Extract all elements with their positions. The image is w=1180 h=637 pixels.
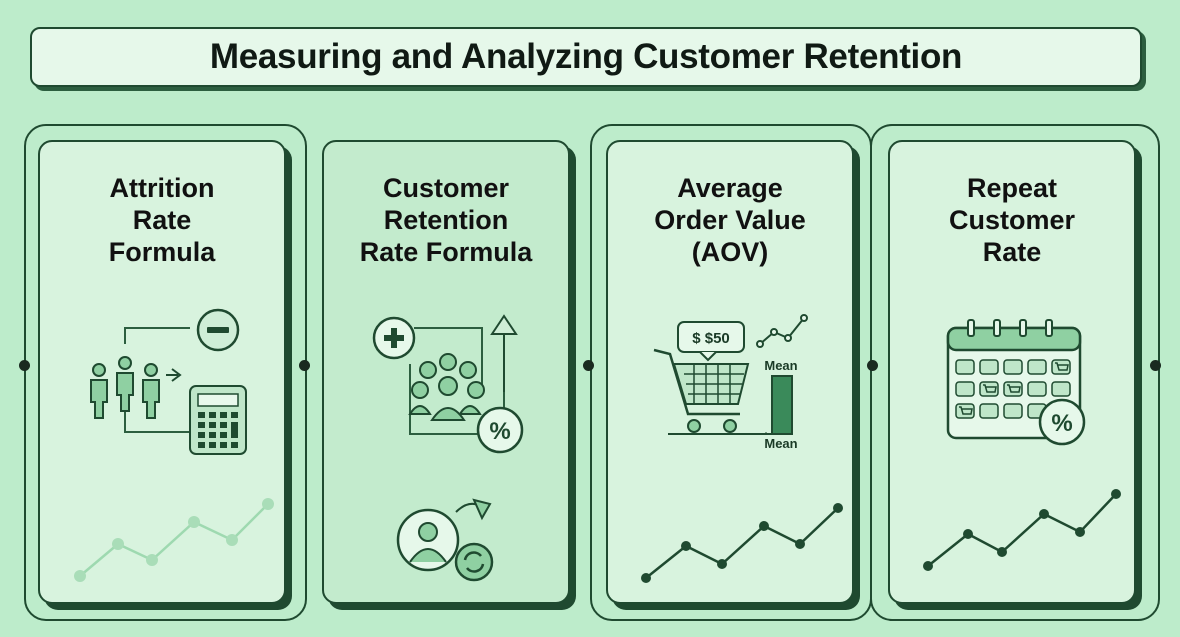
outline-frame-3: [870, 124, 1160, 621]
shopping-cart-icon: [653, 348, 784, 435]
card-repeat-customer-rate: Repeat Customer Rate %: [888, 140, 1136, 604]
people-icon: [90, 356, 160, 419]
attrition-illustration: [74, 308, 274, 582]
card-customer-retention-rate: Customer Retention Rate Formula %: [322, 140, 570, 604]
price-label: $ $50: [692, 330, 730, 347]
card-title: Repeat Customer Rate: [948, 173, 1076, 267]
card-average-order-value: Average Order Value (AOV) $ $50 M: [606, 140, 854, 604]
mean-label-top: Mean: [764, 358, 797, 373]
connector-dot: [867, 360, 878, 371]
calendar-icon: %: [946, 319, 1086, 446]
outline-frame-1: [24, 124, 307, 621]
card-title: Average Order Value (AOV): [654, 173, 806, 267]
trend-line-icon: [923, 489, 1121, 571]
svg-text:%: %: [489, 418, 510, 445]
page-title: Measuring and Analyzing Customer Retenti…: [209, 37, 963, 76]
minus-icon: [196, 308, 240, 352]
trend-line-icon: [756, 314, 808, 348]
connector-dot: [1150, 360, 1161, 371]
bar-icon: Mean Mean: [764, 358, 797, 451]
aov-illustration: $ $50 Mean Mean: [641, 314, 843, 583]
connector-dot: [19, 360, 30, 371]
card-attrition-rate: Attrition Rate Formula: [38, 140, 286, 604]
group-icon: [408, 353, 485, 421]
card-title: Attrition Rate Formula: [108, 173, 216, 267]
trend-line-icon: [641, 503, 843, 583]
percent-icon: %: [1051, 410, 1072, 437]
trend-line-icon: [74, 498, 274, 582]
card-title: Customer Retention Rate Formula: [359, 173, 533, 267]
price-tag: $ $50: [677, 321, 745, 362]
percent-icon: %: [476, 406, 524, 454]
refresh-icon: [396, 498, 494, 582]
plus-icon: [372, 316, 416, 360]
connector-dot: [583, 360, 594, 371]
calculator-icon: [189, 385, 247, 455]
retention-illustration: %: [372, 314, 524, 582]
repeat-illustration: %: [923, 319, 1121, 571]
connector-dot: [299, 360, 310, 371]
title-bar: Measuring and Analyzing Customer Retenti…: [30, 27, 1142, 87]
mean-label-bottom: Mean: [764, 436, 797, 451]
